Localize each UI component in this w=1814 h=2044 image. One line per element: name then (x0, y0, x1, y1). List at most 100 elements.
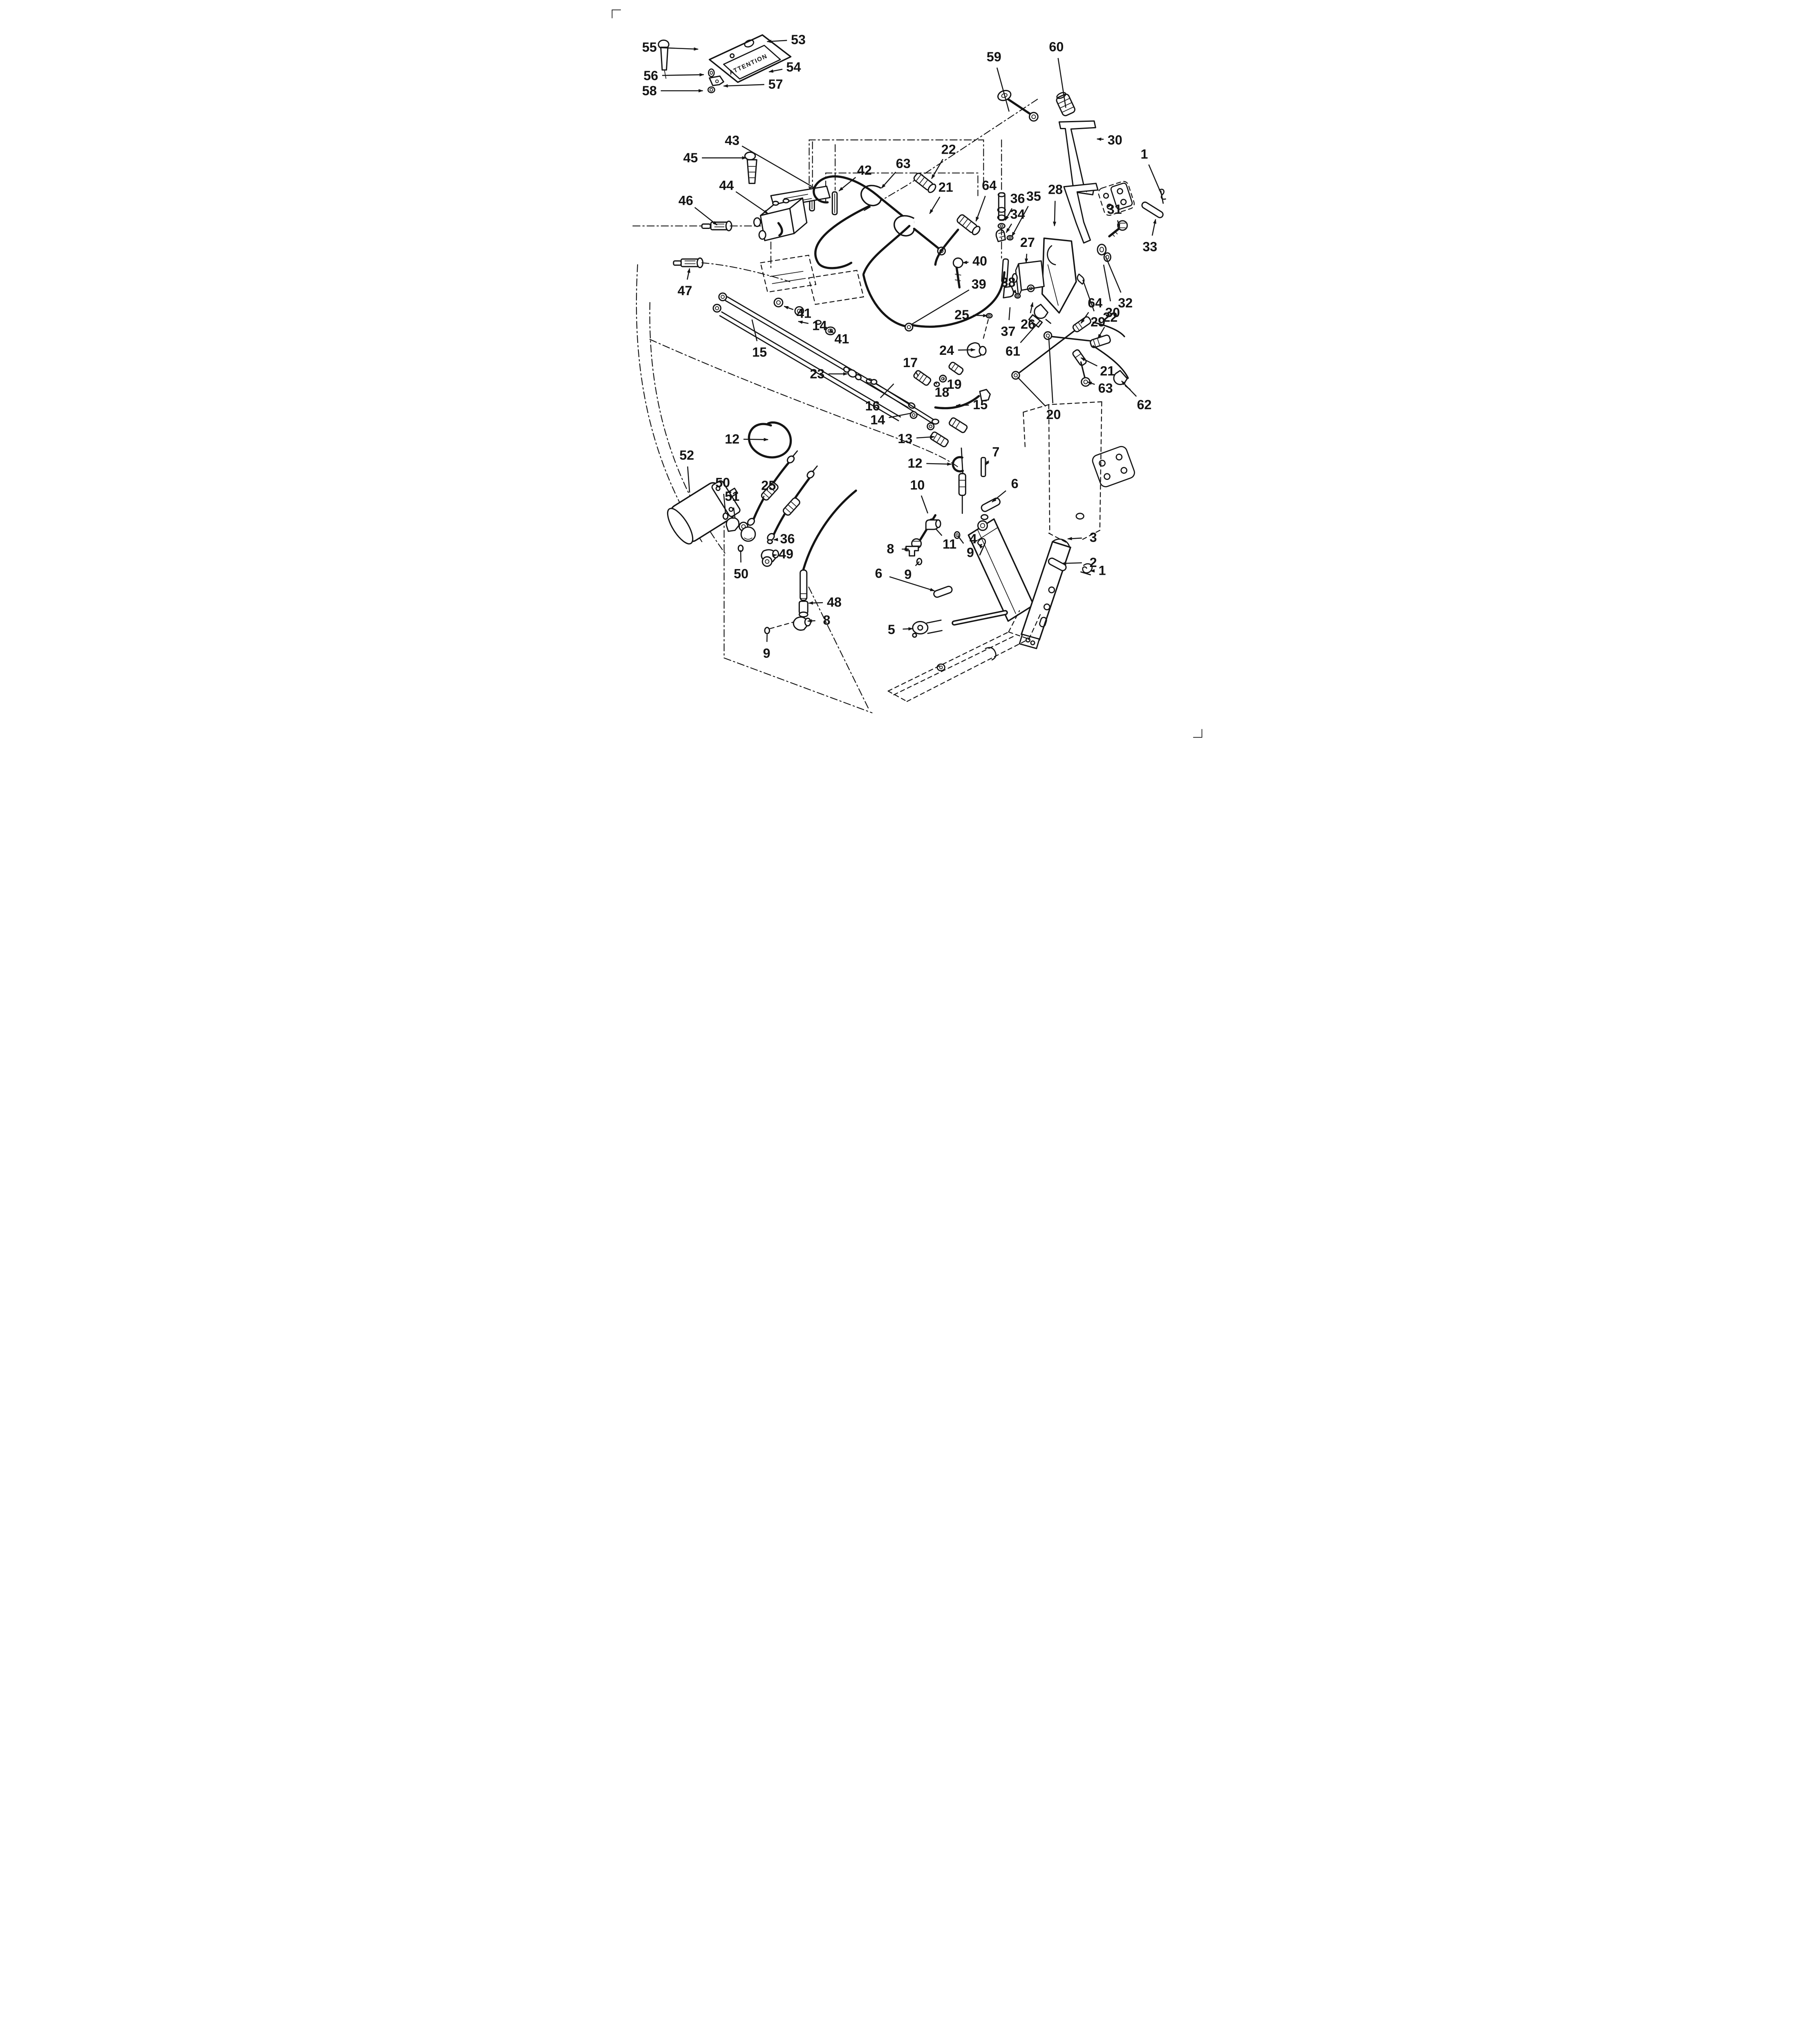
elbow-15 (979, 389, 991, 402)
fitting-47 (680, 258, 700, 267)
callout-53: 53 (791, 32, 806, 47)
motor-52 (667, 480, 741, 545)
callout-leader-30 (1103, 264, 1111, 302)
callout-leader-22 (931, 159, 943, 179)
callout-leader-57 (723, 84, 764, 88)
clip-1 (1080, 563, 1093, 576)
callout-9: 9 (967, 545, 974, 560)
washer (708, 68, 715, 77)
fitting-22 (913, 173, 936, 193)
callout-leader-10 (920, 495, 929, 514)
callout-15: 15 (973, 397, 988, 412)
callout-32: 32 (1118, 296, 1133, 310)
callout-leader-14 (797, 320, 809, 324)
callout-14: 14 (812, 318, 827, 333)
callout-63: 63 (1098, 381, 1113, 395)
callout-leader-36 (1005, 208, 1013, 221)
callout-5: 5 (888, 622, 895, 637)
callout-20: 20 (1046, 407, 1061, 422)
tube-48 (800, 569, 808, 601)
callout-46: 46 (679, 193, 693, 208)
callout-leader-25 (973, 314, 988, 318)
valve-44-assembly (744, 151, 838, 242)
callout-61: 61 (1006, 344, 1020, 359)
cable-20-assembly (1011, 304, 1131, 390)
coupler-13 (929, 431, 949, 448)
pin-6 (981, 498, 1001, 512)
callout-37: 37 (1001, 324, 1015, 339)
callout-leader-14 (889, 412, 912, 418)
fitting-46 (710, 221, 729, 231)
clip-12 (952, 456, 964, 473)
callout-leader-51 (733, 507, 736, 518)
callout-leader-1 (1148, 164, 1162, 194)
callout-10: 10 (910, 477, 925, 492)
lower-left-assembly (667, 421, 857, 634)
callout-leader-59 (996, 67, 1010, 112)
bracket-upper (1063, 183, 1099, 244)
callout-leader-29 (1082, 280, 1095, 312)
callout-55: 55 (642, 40, 657, 55)
plate-inner (723, 45, 781, 80)
callout-19: 19 (947, 377, 962, 392)
lever-21-handle (894, 215, 915, 237)
callout-24: 24 (939, 343, 954, 358)
center-bottom-fittings (905, 457, 1001, 598)
callout-leader-25 (753, 495, 765, 520)
callout-leader-27 (1025, 253, 1028, 264)
callout-leader-6 (992, 490, 1006, 502)
banjo-14 (909, 411, 918, 419)
callout-40: 40 (972, 253, 987, 268)
pin-6 (933, 585, 953, 598)
callout-50: 50 (715, 475, 730, 490)
callout-15: 15 (752, 345, 767, 359)
coupler-17 (913, 370, 932, 386)
callout-8: 8 (887, 541, 894, 556)
callout-62: 62 (1137, 397, 1151, 412)
callout-26: 26 (1021, 317, 1035, 332)
oring-36 (767, 539, 773, 545)
callout-leader-31 (1117, 220, 1120, 229)
callout-leader-50 (723, 494, 726, 513)
stud-41 (773, 298, 784, 307)
attention-plate-assembly: ATTENTION (658, 34, 792, 94)
callout-leader-55 (661, 47, 699, 51)
corner-marks (611, 9, 1203, 738)
fitting-64 (956, 214, 981, 235)
callout-48: 48 (827, 595, 842, 610)
callout-leader-53 (766, 40, 787, 43)
tube-16 (869, 380, 936, 425)
callout-21: 21 (1100, 364, 1115, 379)
callout-leader-34 (1006, 223, 1012, 233)
lever-63-handle (860, 185, 882, 206)
callout-64: 64 (1088, 296, 1102, 310)
hose-48-upper (802, 489, 857, 570)
callout-leader-22 (1097, 327, 1105, 339)
stud-41 (794, 306, 804, 316)
callout-leader-9 (957, 536, 964, 544)
coupler-13 (949, 417, 968, 433)
cylinder-assembly (912, 514, 1093, 649)
frame-members (887, 401, 1135, 702)
callout-leader-4 (978, 544, 983, 549)
callout-leader-44 (735, 191, 769, 214)
cylinder-barrel (967, 518, 1035, 622)
callout-8: 8 (823, 613, 830, 628)
callout-leader-9 (915, 561, 920, 566)
callout-64: 64 (982, 178, 997, 193)
callout-leader-61 (1020, 320, 1041, 343)
callout-leader-33 (1151, 219, 1157, 236)
callout-17: 17 (903, 355, 918, 370)
callout-2: 2 (1090, 555, 1097, 570)
callout-43: 43 (725, 133, 739, 148)
callout-45: 45 (683, 150, 698, 165)
callout-leader-38 (1012, 289, 1017, 295)
mount-plate (1098, 181, 1135, 216)
callout-30: 30 (1108, 132, 1122, 147)
clamp-61 (1034, 304, 1049, 319)
callout-1: 1 (1140, 147, 1148, 161)
oring-38 (1014, 293, 1021, 299)
callout-leader-47 (687, 268, 690, 280)
callout-leader-64 (975, 195, 986, 222)
callout-leader-40 (962, 260, 969, 264)
